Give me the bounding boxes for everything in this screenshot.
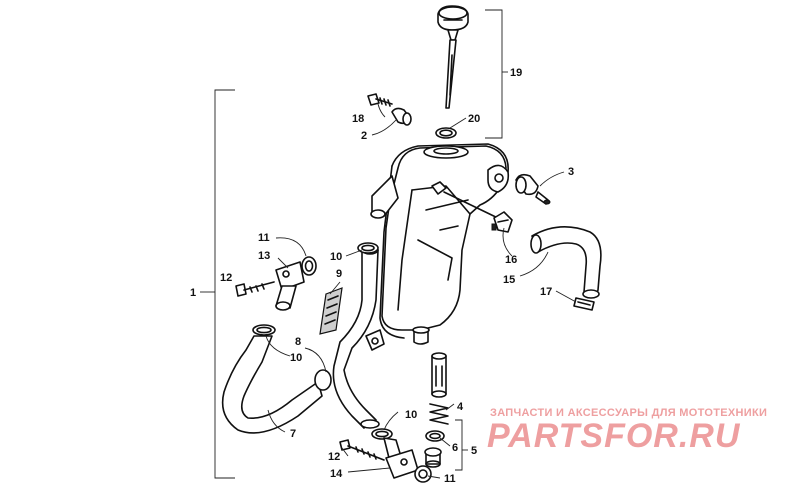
gasket-11-lower [414, 465, 432, 483]
watermark: ЗАПЧАСТИ И АКСЕССУАРЫ ДЛЯ МОТОТЕХНИКИ PA… [487, 407, 767, 455]
callout-13: 13 [258, 250, 270, 262]
callout-16: 16 [505, 254, 517, 266]
fitting-13 [275, 261, 305, 311]
hose-7 [221, 324, 332, 434]
callout-15: 15 [503, 274, 515, 286]
grommet-2 [391, 107, 412, 126]
clamp-10-lower [371, 428, 393, 440]
callout-1: 1 [190, 287, 196, 299]
seal-6 [425, 430, 445, 442]
watermark-tagline: ЗАПЧАСТИ И АКСЕССУАРЫ ДЛЯ МОТОТЕХНИКИ [490, 407, 767, 419]
callout-17: 17 [540, 286, 552, 298]
callout-11-upper: 11 [258, 232, 270, 244]
callouts: 1 2 3 4 5 6 7 8 9 10 10 10 11 11 12 12 1… [190, 67, 574, 485]
callout-7: 7 [290, 428, 296, 440]
callout-10-upper: 10 [330, 251, 342, 263]
callout-10-lower: 10 [405, 409, 417, 421]
drain-plug-5 [424, 447, 442, 468]
clamp-10-upper [357, 242, 379, 254]
leader-lines [265, 103, 577, 479]
bushing-3 [515, 173, 551, 205]
assembly-brackets [200, 9, 508, 479]
callout-12-upper: 12 [220, 272, 232, 284]
gasket-11-upper [301, 256, 317, 276]
decal-9 [319, 287, 343, 335]
bolt-12-upper [235, 281, 275, 297]
callout-10-left: 10 [290, 352, 302, 364]
callout-12-lower: 12 [328, 451, 340, 463]
callout-5: 5 [471, 445, 477, 457]
bracket-5 [455, 419, 463, 471]
spring-4 [429, 403, 449, 425]
fitting-14 [383, 437, 419, 479]
callout-8: 8 [295, 336, 301, 348]
callout-14: 14 [330, 468, 343, 480]
bolt-12-lower [339, 439, 385, 461]
callout-6: 6 [452, 442, 458, 454]
o-ring-20 [435, 127, 457, 139]
callout-9: 9 [336, 268, 342, 280]
watermark-brand: PARTSFOR.RU [487, 417, 741, 455]
callout-2: 2 [361, 130, 367, 142]
clamp-10-mid [314, 369, 332, 391]
bracket-19 [485, 9, 503, 139]
hose-15 [530, 226, 602, 299]
clamp-17 [573, 297, 595, 311]
callout-3: 3 [568, 166, 574, 178]
callout-4: 4 [457, 401, 464, 413]
tube-4 [431, 352, 447, 398]
callout-19: 19 [510, 67, 522, 79]
callout-11-lower: 11 [444, 473, 456, 485]
oil-tank [365, 143, 510, 351]
bracket-1 [214, 89, 235, 479]
callout-20: 20 [468, 113, 480, 125]
bolt-18 [367, 93, 393, 107]
clamp-16 [491, 211, 513, 233]
callout-18: 18 [352, 113, 364, 125]
dipstick [437, 5, 469, 109]
